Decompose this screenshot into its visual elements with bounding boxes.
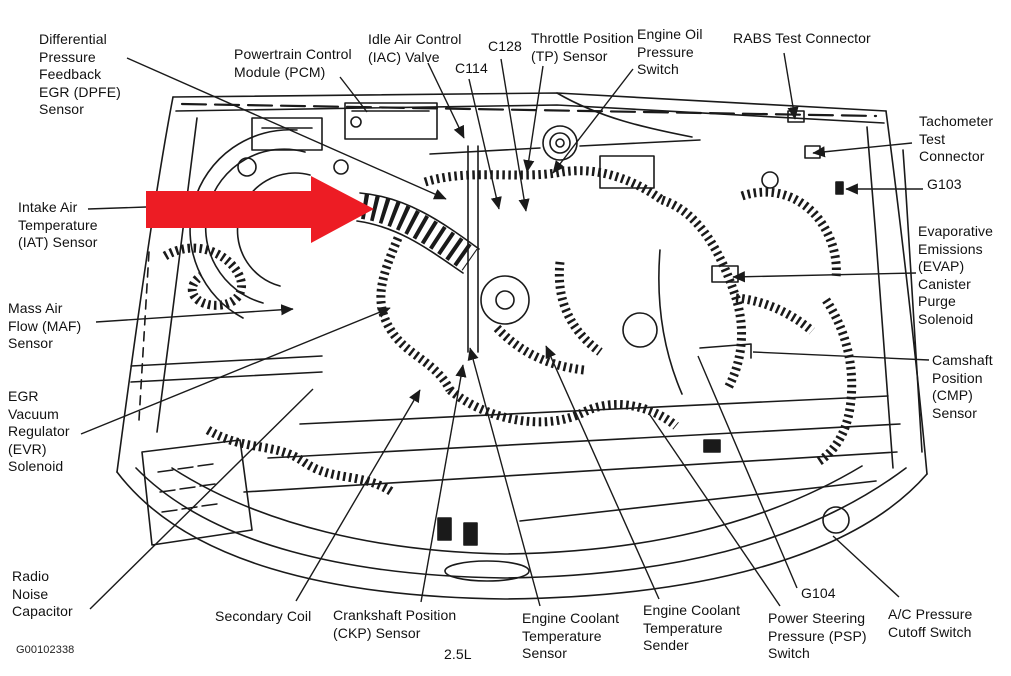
leader-c114 (468, 78, 502, 210)
engine-displacement: 2.5L (444, 646, 472, 662)
leader-c128 (500, 58, 530, 212)
label-c114: C114 (455, 60, 488, 76)
label-oil-pressure-switch: Engine Oil Pressure Switch (637, 26, 703, 77)
leader-tp-sensor (523, 65, 544, 173)
label-rabs-test-connector: RABS Test Connector (733, 30, 871, 46)
label-dpfe-sensor: Differential Pressure Feedback EGR (DPFE… (39, 31, 121, 117)
label-ect-sensor: Engine Coolant Temperature Sensor (522, 610, 620, 661)
label-evap-purge-solenoid: Evaporative Emissions (EVAP) Canister Pu… (918, 223, 994, 327)
leader-g104 (697, 355, 798, 589)
label-radio-noise-capacitor: Radio Noise Capacitor (12, 568, 73, 619)
leader-ac-pressure-cutoff-switch (832, 535, 900, 598)
label-secondary-coil: Secondary Coil (215, 608, 312, 624)
label-cmp-sensor: Camshaft Position (CMP) Sensor (932, 352, 993, 421)
label-iat-sensor: Intake Air Temperature (IAT) Sensor (18, 199, 98, 250)
leader-dpfe-sensor (126, 57, 447, 200)
label-ect-sender: Engine Coolant Temperature Sender (643, 602, 741, 653)
label-ac-pressure-cutoff-switch: A/C Pressure Cutoff Switch (888, 606, 973, 640)
label-maf-sensor: Mass Air Flow (MAF) Sensor (8, 300, 82, 351)
label-evr-solenoid: EGR Vacuum Regulator (EVR) Solenoid (8, 388, 70, 474)
leader-ckp-sensor (420, 364, 467, 603)
label-tp-sensor: Throttle Position (TP) Sensor (531, 30, 634, 64)
leader-radio-noise-capacitor (89, 388, 314, 610)
leader-evr-solenoid (80, 307, 391, 435)
leader-secondary-coil (295, 389, 421, 602)
label-ckp-sensor: Crankshaft Position (CKP) Sensor (333, 607, 457, 641)
label-pcm: Powertrain Control Module (PCM) (234, 46, 352, 80)
leader-rabs-test-connector (783, 52, 799, 120)
leader-cmp-sensor (752, 351, 930, 361)
label-c128: C128 (488, 38, 522, 54)
leader-pcm (339, 76, 368, 113)
leader-ect-sender (545, 345, 660, 600)
figure-code: G00102338 (16, 644, 75, 656)
leader-evap-purge-solenoid (732, 271, 917, 283)
leader-psp-switch (649, 414, 781, 607)
label-g103: G103 (927, 176, 962, 192)
leader-tachometer-test-connector (812, 142, 913, 158)
engine-line-art (116, 92, 928, 600)
leader-lines (80, 52, 930, 610)
leader-iac-valve (427, 62, 465, 139)
label-psp-switch: Power Steering Pressure (PSP) Switch (768, 610, 867, 661)
label-tachometer-test-connector: Tachometer Test Connector (919, 113, 994, 164)
leader-oil-pressure-switch (552, 68, 634, 174)
leader-ect-sensor (467, 347, 541, 607)
leader-iat-sensor (87, 206, 147, 210)
iat-highlight-arrow (146, 176, 374, 243)
label-iac-valve: Idle Air Control (IAC) Valve (368, 31, 462, 65)
leader-maf-sensor (95, 304, 294, 323)
label-g104: G104 (801, 585, 836, 601)
